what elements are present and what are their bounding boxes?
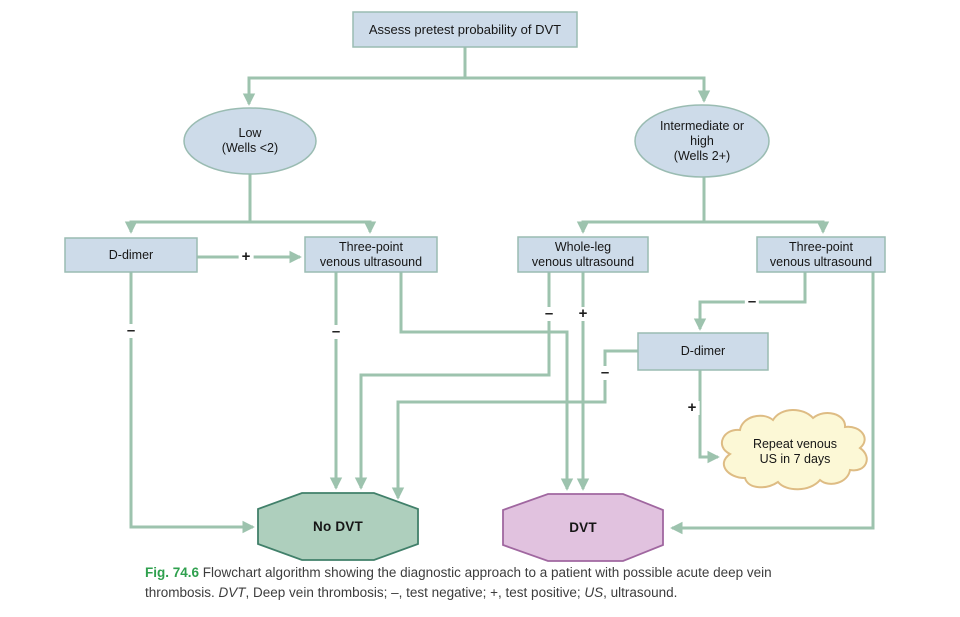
caption-us-abbrev: US (584, 585, 604, 600)
edge-three-point-right-positive (670, 272, 875, 535)
edge-label-three-point-right-negative: – (744, 294, 760, 309)
dvt-octagon-shape (502, 493, 664, 562)
caption-text-2: , Deep vein thrombosis; –, test negative… (245, 585, 585, 600)
edge-ddimer-left-negative (129, 272, 255, 534)
edge-label-whole-leg-positive: + (575, 306, 591, 321)
edge-label-whole-leg-negative: – (541, 306, 557, 321)
whole-leg-box-shape (517, 236, 649, 273)
intermediate-ellipse-shape (634, 104, 770, 178)
edge-label-ddimer-left-positive: + (238, 249, 254, 264)
repeat-us-cloud-shape (720, 409, 868, 491)
three-point-right-box-shape (756, 236, 886, 273)
caption-text-3: , ultrasound. (603, 585, 678, 600)
caption-text-1: Flowchart algorithm showing the diagnost… (145, 565, 772, 600)
edge-label-ddimer-left-negative: – (123, 323, 139, 338)
figure-number: Fig. 74.6 (145, 565, 200, 580)
edge-label-ddimer-right-negative: – (597, 365, 613, 380)
edge-ddimer-right-positive (698, 370, 720, 464)
edge-whole-leg-negative (354, 272, 551, 490)
edge-label-ddimer-right-positive: + (684, 400, 700, 415)
figure-caption: Fig. 74.6 Flowchart algorithm showing th… (145, 563, 837, 603)
no-dvt-octagon-shape (257, 492, 419, 561)
caption-dvt-abbrev: DVT (218, 585, 246, 600)
ddimer-right-box-shape (637, 332, 769, 371)
edge-label-three-point-left-negative: – (328, 324, 344, 339)
assess-box-shape (352, 11, 578, 48)
edge-ddimer-right-negative (391, 349, 638, 500)
three-point-left-box-shape (304, 236, 438, 273)
ddimer-left-box-shape (64, 237, 198, 273)
low-ellipse-shape (183, 107, 317, 175)
edge-three-point-left-positive (399, 272, 574, 491)
node-shapes (64, 11, 886, 562)
